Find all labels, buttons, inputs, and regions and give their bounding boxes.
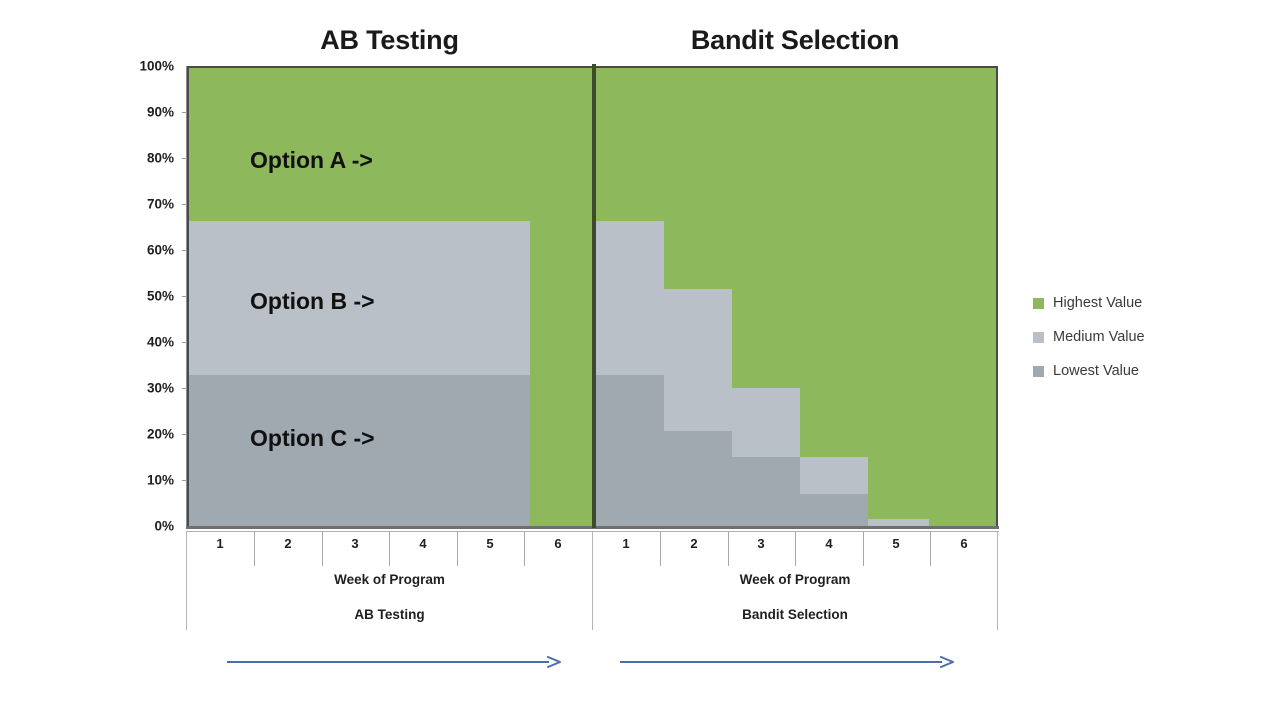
x-label-ab-2: 2	[284, 536, 292, 551]
x-label-ab-3: 3	[351, 536, 359, 551]
annotation-option-c: Option C ->	[250, 425, 375, 451]
area-bandit-medium-w5	[868, 519, 929, 526]
panel-title-bandit-selection: Bandit Selection	[690, 25, 900, 55]
panel-divider	[592, 64, 596, 528]
panel-caption-bandit: Bandit Selection	[742, 607, 848, 622]
y-axis: 100% 90% 80% 70% 60% 50% 40% 30% 20% 10%…	[112, 58, 180, 534]
area-bandit-medium-w3	[732, 388, 800, 457]
area-bandit-lowest-w2	[664, 431, 732, 526]
x-label-bandit-4: 4	[825, 536, 833, 551]
chart-legend: Highest Value Medium Value Lowest Value	[1033, 295, 1233, 397]
legend-swatch-icon-highest	[1033, 297, 1044, 309]
legend-item-medium-value[interactable]: Medium Value	[1033, 329, 1233, 345]
x-label-ab-5: 5	[486, 536, 494, 551]
area-bandit-lowest-w4	[800, 494, 868, 526]
area-bandit-medium-w1	[596, 221, 664, 375]
progress-arrow-bandit-selection	[620, 655, 955, 669]
x-label-bandit-1: 1	[622, 536, 630, 551]
panel-title-ab-testing: AB Testing	[320, 25, 459, 55]
y-tick-mark-80	[182, 158, 187, 159]
annotation-option-b: Option B ->	[250, 288, 375, 314]
x-tick-ab-2	[322, 532, 323, 566]
x-label-bandit-5: 5	[892, 536, 900, 551]
area-ab-medium-value	[189, 221, 530, 375]
panel-rule-mid	[592, 532, 593, 630]
y-tick-mark-70	[182, 204, 187, 205]
x-axis-label-bandit: Week of Program	[739, 572, 851, 587]
area-bandit-medium-w2	[664, 289, 732, 431]
y-tick-0: 0%	[154, 518, 174, 534]
y-tick-mark-30	[182, 388, 187, 389]
x-tick-bandit-2	[728, 532, 729, 566]
legend-label-lowest: Lowest Value	[1053, 363, 1139, 379]
y-tick-70: 70%	[146, 196, 174, 212]
area-bandit-lowest-w1	[596, 375, 664, 526]
y-tick-20: 20%	[146, 426, 174, 442]
y-tick-90: 90%	[146, 104, 174, 120]
x-label-ab-6: 6	[554, 536, 562, 551]
arrow-line	[227, 661, 549, 663]
area-bandit-medium-w4	[800, 457, 868, 494]
legend-swatch-icon-lowest	[1033, 365, 1044, 377]
arrow-head-icon	[547, 656, 561, 668]
y-tick-30: 30%	[146, 380, 174, 396]
legend-swatch-icon-medium	[1033, 331, 1044, 343]
y-tick-80: 80%	[146, 150, 174, 166]
x-label-bandit-6: 6	[960, 536, 968, 551]
panel-caption-ab: AB Testing	[354, 607, 425, 622]
y-tick-mark-60	[182, 250, 187, 251]
y-tick-mark-10	[182, 480, 187, 481]
progress-arrow-ab-testing	[227, 655, 562, 669]
y-tick-mark-90	[182, 112, 187, 113]
x-tick-ab-1	[254, 532, 255, 566]
x-axis: 1 2 3 4 5 6 1 2 3 4 5 6	[186, 532, 999, 572]
x-label-ab-1: 1	[216, 536, 224, 551]
y-tick-60: 60%	[146, 242, 174, 258]
y-tick-mark-50	[182, 296, 187, 297]
x-tick-ab-4	[457, 532, 458, 566]
legend-item-highest-value[interactable]: Highest Value	[1033, 295, 1233, 311]
x-tick-bandit-1	[660, 532, 661, 566]
y-tick-50: 50%	[146, 288, 174, 304]
arrow-line	[620, 661, 942, 663]
x-axis-label-ab: Week of Program	[334, 572, 445, 587]
area-bandit-lowest-w3	[732, 457, 800, 526]
y-tick-mark-40	[182, 342, 187, 343]
x-tick-ab-5	[524, 532, 525, 566]
x-tick-ab-3	[389, 532, 390, 566]
x-tick-bandit-3	[795, 532, 796, 566]
x-label-bandit-3: 3	[757, 536, 765, 551]
legend-label-highest: Highest Value	[1053, 295, 1143, 311]
panel-rule-left	[186, 532, 187, 630]
y-tick-10: 10%	[146, 472, 174, 488]
area-ab-lowest-value	[189, 375, 530, 526]
x-tick-bandit-4	[863, 532, 864, 566]
legend-label-medium: Medium Value	[1053, 329, 1145, 345]
x-axis-line-secondary	[186, 531, 999, 532]
y-tick-mark-20	[182, 434, 187, 435]
panel-rule-right	[997, 532, 998, 630]
y-tick-40: 40%	[146, 334, 174, 350]
legend-item-lowest-value[interactable]: Lowest Value	[1033, 363, 1233, 379]
y-tick-100: 100%	[139, 58, 174, 74]
x-label-ab-4: 4	[419, 536, 427, 551]
x-label-bandit-2: 2	[690, 536, 698, 551]
arrow-head-icon	[940, 656, 954, 668]
annotation-option-a: Option A ->	[250, 147, 373, 173]
x-tick-bandit-5	[930, 532, 931, 566]
